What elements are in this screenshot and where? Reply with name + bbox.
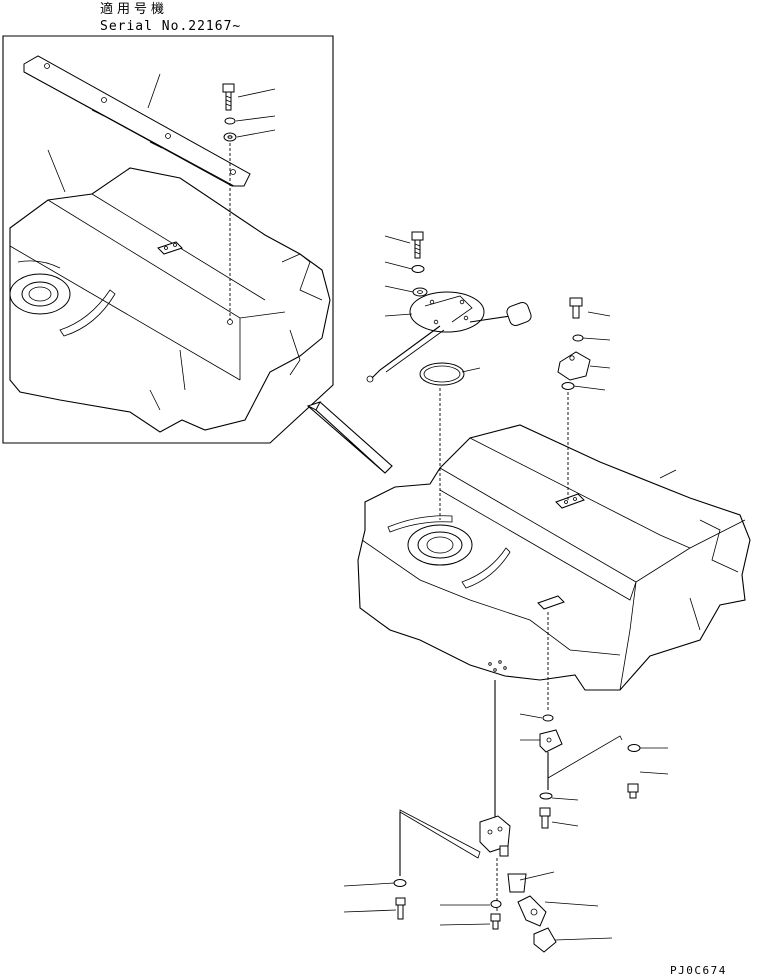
inset-bolt	[222, 83, 235, 111]
serial-number-label: Serial No.22167~	[100, 19, 241, 34]
fuel-tank	[357, 424, 751, 691]
applicable-serial-heading: 適用号機	[100, 1, 168, 17]
drawing-code: PJ0C674	[670, 964, 727, 977]
tank-bracket	[557, 297, 591, 500]
water-separator	[393, 680, 557, 953]
inset-fuel-tank	[9, 167, 331, 433]
detail-inset	[2, 35, 334, 444]
detail-arrow	[306, 401, 393, 474]
leader-lines	[343, 235, 677, 941]
inset-spring-washer	[224, 117, 236, 125]
fuel-gauge-sender	[366, 231, 532, 520]
tank-strap-plate	[23, 55, 251, 187]
drain-valve	[539, 612, 641, 829]
